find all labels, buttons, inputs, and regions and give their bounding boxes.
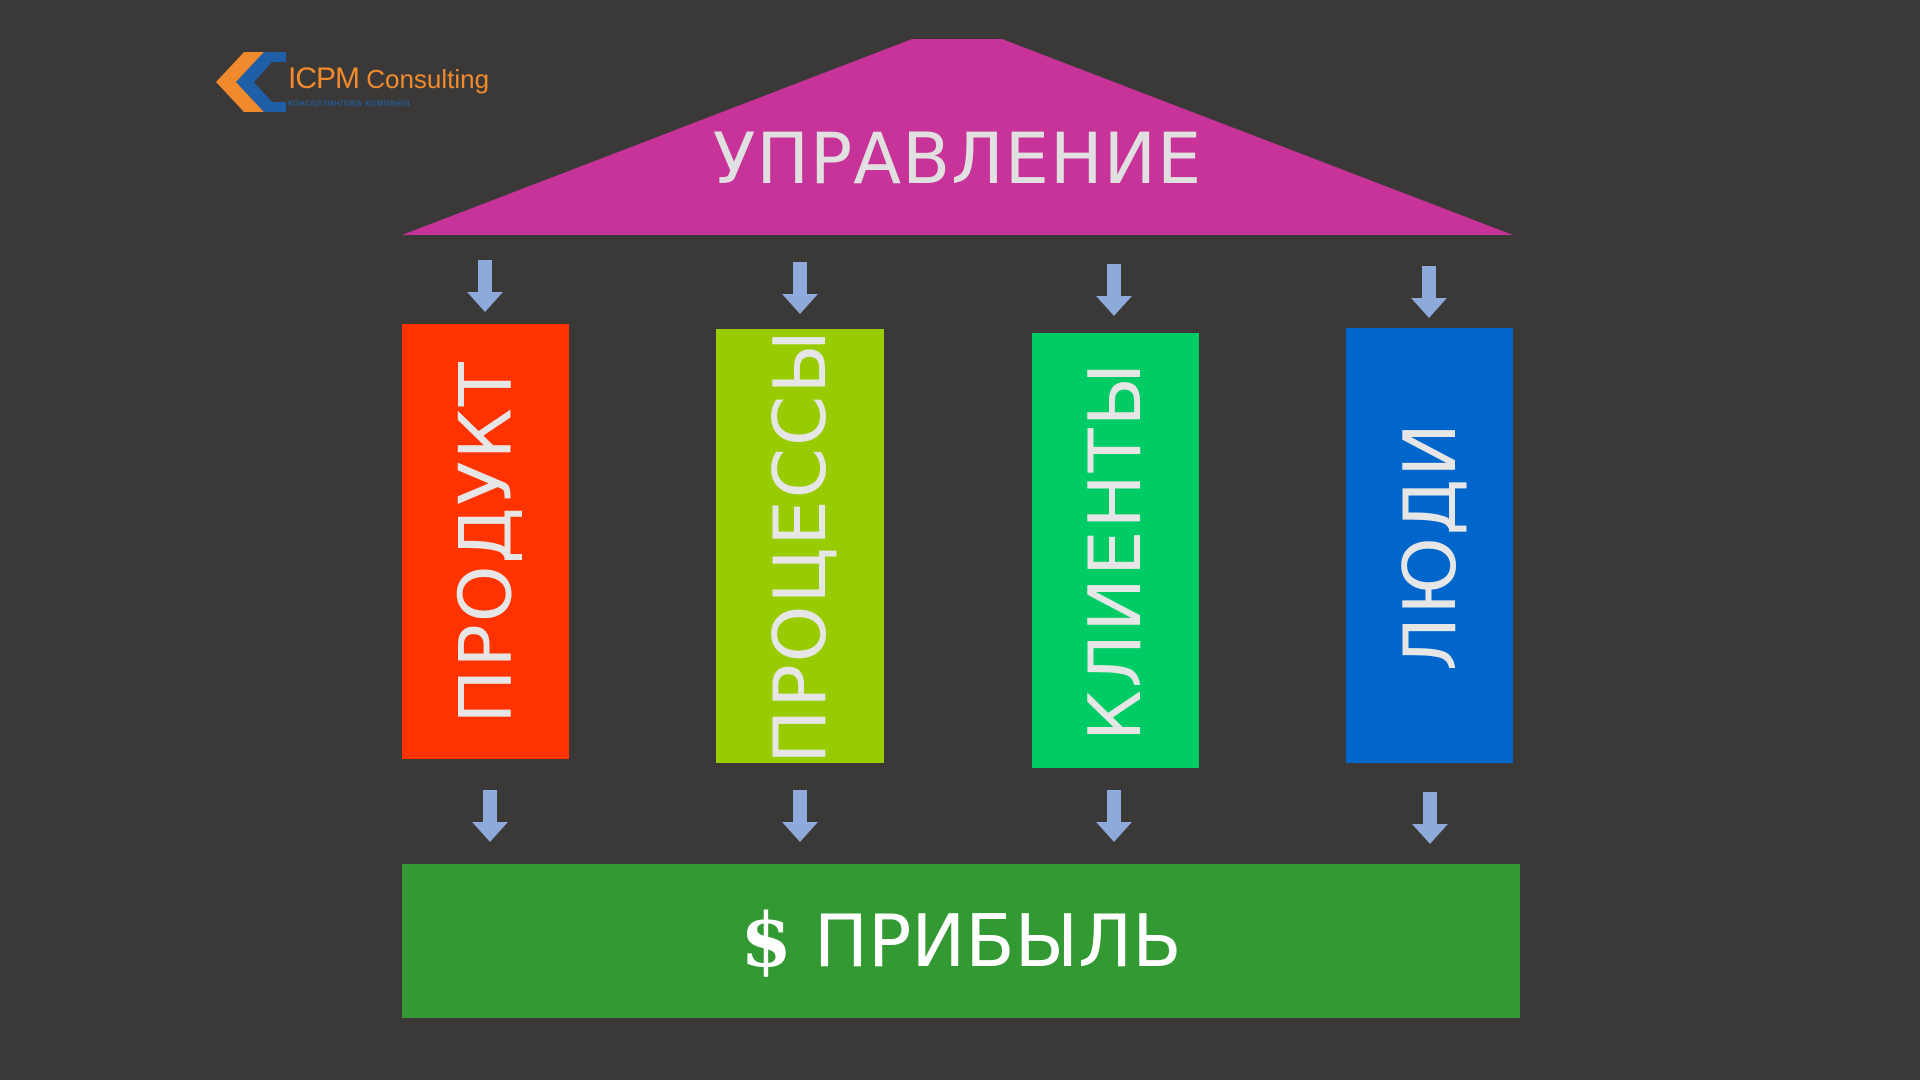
pillar-label: ПРОЦЕССЫ xyxy=(758,328,843,764)
pillar-processes: ПРОЦЕССЫ xyxy=(716,328,884,764)
pillar-label: КЛИЕНТЫ xyxy=(1073,360,1158,741)
down-arrow-icon xyxy=(1096,264,1132,316)
down-arrow-icon xyxy=(467,260,503,312)
logo-icon xyxy=(216,52,286,112)
profit-label: ПРИБЫЛЬ xyxy=(813,899,1182,983)
down-arrow-icon xyxy=(1096,790,1132,842)
down-arrow-icon xyxy=(782,262,818,314)
pillar-people: ЛЮДИ xyxy=(1346,328,1513,763)
down-arrow-icon xyxy=(782,790,818,842)
profit-foundation: $ ПРИБЫЛЬ xyxy=(402,864,1520,1018)
logo-subtitle: консалтингова компанія xyxy=(288,98,411,109)
down-arrow-icon xyxy=(1411,266,1447,318)
logo-name: ICPM Consulting xyxy=(288,62,490,95)
down-arrow-icon xyxy=(1412,792,1448,844)
pillar-label: ЛЮДИ xyxy=(1387,420,1472,671)
pillar-product: ПРОДУКТ xyxy=(402,324,569,759)
down-arrow-icon xyxy=(472,790,508,842)
pillar-label: ПРОДУКТ xyxy=(443,359,528,724)
roof-label: УПРАВЛЕНИЕ xyxy=(712,118,1203,200)
dollar-icon: $ xyxy=(740,898,792,984)
pillar-clients: КЛИЕНТЫ xyxy=(1032,333,1199,768)
